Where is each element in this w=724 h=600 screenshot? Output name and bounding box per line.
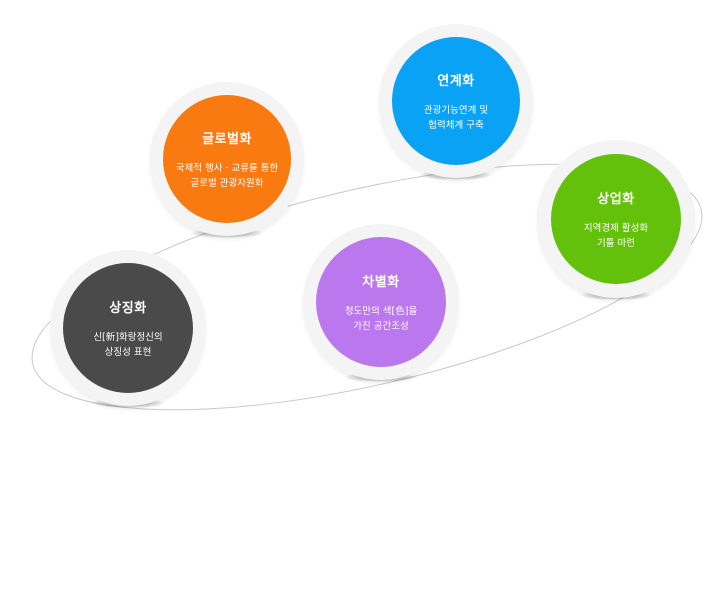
node-commercialization: 상업화 지역경제 활성화 기틀 마련: [537, 140, 695, 300]
node-circle: 연계화 관광기능연계 및 협력체계 구축: [392, 37, 520, 165]
node-circle: 차별화 청도만의 색[色]을 가진 공간조성: [316, 237, 446, 367]
node-circle: 글로벌화 국제적 행사 · 교류를 통한 글로벌 관광자원화: [163, 95, 291, 223]
node-symbolization: 상징화 신[新]화랑정신의 상징성 표현: [50, 250, 206, 408]
node-desc-line-2: 상징성 표현: [104, 346, 152, 358]
node-desc-line-1: 관광기능연계 및: [423, 104, 489, 116]
node-desc-line-1: 지역경제 활성화: [583, 222, 649, 234]
node-desc-line-2: 기틀 마련: [597, 237, 635, 249]
node-desc-line-2: 협력체계 구축: [428, 119, 484, 131]
node-desc-line-2: 가진 공간조성: [353, 320, 409, 332]
node-desc-line-1: 신[新]화랑정신의: [93, 331, 163, 343]
node-title: 차별화: [362, 274, 400, 290]
node-title: 글로벌화: [202, 131, 252, 147]
node-circle: 상징화 신[新]화랑정신의 상징성 표현: [63, 263, 193, 393]
node-differentiation: 차별화 청도만의 색[色]을 가진 공간조성: [303, 224, 459, 382]
node-desc-line-2: 글로벌 관광자원화: [190, 177, 264, 189]
node-title: 상업화: [597, 191, 635, 207]
node-circle: 상업화 지역경제 활성화 기틀 마련: [551, 154, 681, 284]
node-glocalization: 글로벌화 국제적 행사 · 교류를 통한 글로벌 관광자원화: [150, 82, 304, 238]
node-title: 연계화: [437, 73, 475, 89]
node-title: 상징화: [109, 300, 147, 316]
node-linkage: 연계화 관광기능연계 및 협력체계 구축: [379, 24, 533, 180]
node-desc-line-1: 청도만의 색[色]을: [344, 305, 418, 317]
orbit-path: [31, 163, 703, 411]
node-desc-line-1: 국제적 행사 · 교류를 통한: [175, 162, 279, 174]
